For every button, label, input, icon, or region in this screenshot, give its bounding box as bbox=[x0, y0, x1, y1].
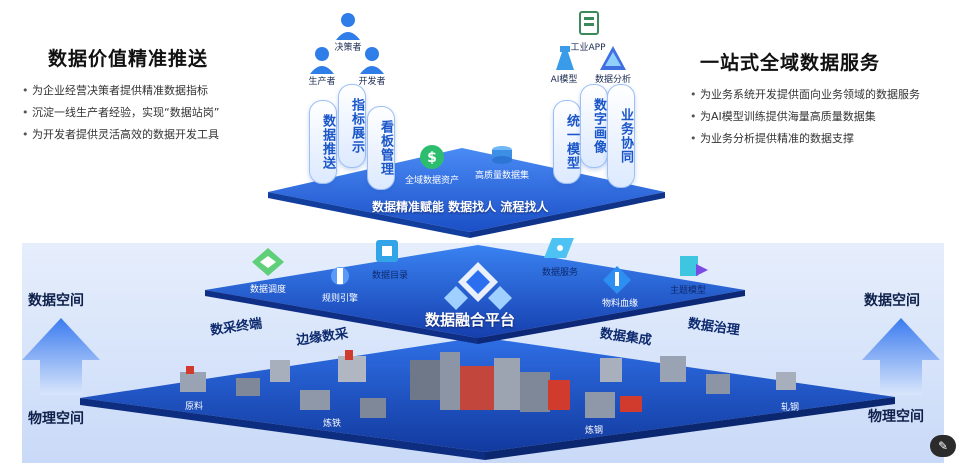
pillar-business-collaboration: 业务协同 bbox=[607, 84, 635, 188]
top-layer-caption: 数据精准赋能 数据找人 流程找人 bbox=[372, 200, 549, 214]
label-rolling: 轧钢 bbox=[780, 403, 800, 413]
right-bullet-1: 为业务系统开发提供面向业务领域的数据服务 bbox=[690, 84, 920, 106]
right-up-arrow bbox=[862, 318, 940, 395]
user-icons bbox=[310, 13, 384, 74]
dataset-icon bbox=[492, 146, 512, 164]
pillar-indicator-display: 指标展示 bbox=[338, 84, 366, 168]
left-panel-title: 数据价值精准推送 bbox=[48, 48, 209, 70]
producer-label: 生产者 bbox=[308, 77, 336, 87]
left-up-arrow bbox=[22, 318, 100, 395]
left-bullet-2: 沉淀一线生产者经验，实现“数据站岗” bbox=[22, 102, 219, 124]
node-service-label: 数据服务 bbox=[541, 268, 579, 278]
left-bullet-list: 为企业经营决策者提供精准数据指标 沉淀一线生产者经验，实现“数据站岗” 为开发者… bbox=[22, 80, 219, 146]
right-data-space-label: 数据空间 bbox=[864, 293, 920, 309]
right-bullet-list: 为业务系统开发提供面向业务领域的数据服务 为AI模型训练提供海量高质量数据集 为… bbox=[690, 84, 920, 150]
developer-icon bbox=[360, 47, 384, 74]
label-steelmaking: 炼钢 bbox=[584, 426, 604, 436]
data-analysis-icon bbox=[600, 46, 626, 70]
svg-text:$: $ bbox=[427, 150, 437, 166]
industrial-app-label: 工业APP bbox=[570, 43, 606, 53]
app-icons bbox=[556, 11, 626, 70]
catalog-node-icon bbox=[376, 240, 398, 262]
right-bullet-2: 为AI模型训练提供海量高质量数据集 bbox=[690, 106, 920, 128]
ai-model-label: AI模型 bbox=[550, 75, 578, 85]
data-analysis-label: 数据分析 bbox=[594, 75, 632, 85]
scheduling-node-icon bbox=[252, 248, 284, 276]
pillar-data-push: 数据推送 bbox=[309, 100, 337, 184]
producer-icon bbox=[310, 47, 334, 74]
decision-maker-icon bbox=[336, 13, 360, 40]
industrial-app-icon bbox=[579, 11, 599, 35]
label-ironmaking: 炼铁 bbox=[322, 419, 342, 429]
decision-maker-label: 决策者 bbox=[334, 43, 362, 53]
developer-label: 开发者 bbox=[358, 77, 386, 87]
right-physical-space-label: 物理空间 bbox=[868, 409, 924, 425]
node-topic-model-label: 主题模型 bbox=[669, 286, 707, 296]
service-node-icon bbox=[544, 238, 574, 258]
label-raw-material: 原料 bbox=[184, 402, 204, 412]
data-asset-label: 全域数据资产 bbox=[404, 176, 460, 186]
data-asset-icon: $ bbox=[420, 145, 444, 169]
node-lineage-label: 物料血缘 bbox=[601, 299, 639, 309]
right-bullet-3: 为业务分析提供精准的数据支撑 bbox=[690, 128, 920, 150]
pillar-board-management: 看板管理 bbox=[367, 106, 395, 190]
right-panel-title: 一站式全域数据服务 bbox=[700, 52, 881, 74]
node-scheduling-label: 数据调度 bbox=[249, 285, 287, 295]
platform-title: 数据融合平台 bbox=[425, 311, 516, 329]
ai-model-icon bbox=[556, 46, 574, 70]
platform-logo-icon bbox=[444, 262, 512, 310]
left-physical-space-label: 物理空间 bbox=[28, 411, 84, 427]
edit-image-button[interactable]: ✎ bbox=[930, 435, 956, 457]
service-plane bbox=[268, 148, 665, 232]
lineage-node-icon bbox=[603, 266, 631, 294]
pillar-unified-model: 统一模型 bbox=[553, 100, 581, 184]
left-bullet-3: 为开发者提供灵活高效的数据开发工具 bbox=[22, 124, 219, 146]
node-catalog-label: 数据目录 bbox=[371, 271, 409, 281]
left-data-space-label: 数据空间 bbox=[28, 293, 84, 309]
pillar-digital-portrait: 数字画像 bbox=[580, 84, 608, 168]
rule-engine-node-icon bbox=[331, 267, 349, 285]
factory-equipment bbox=[180, 350, 796, 418]
topic-model-node-icon bbox=[680, 256, 708, 276]
dataset-label: 高质量数据集 bbox=[474, 171, 530, 181]
left-bullet-1: 为企业经营决策者提供精准数据指标 bbox=[22, 80, 219, 102]
magic-wand-icon: ✎ bbox=[937, 439, 949, 453]
node-rule-engine-label: 规则引擎 bbox=[321, 294, 359, 304]
